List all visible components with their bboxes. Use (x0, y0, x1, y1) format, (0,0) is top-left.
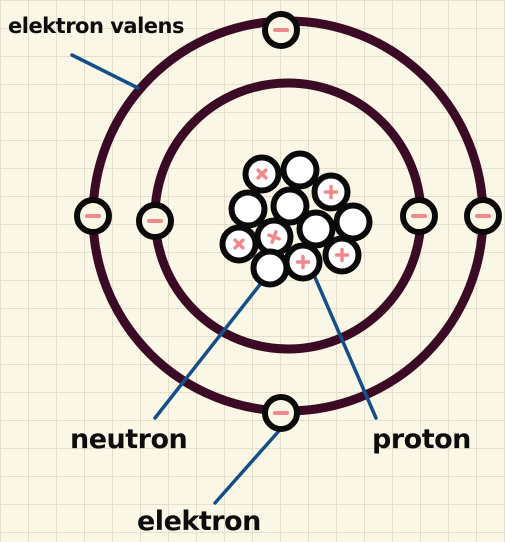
electrons-group (74, 11, 502, 432)
proton-plus-sign (334, 247, 350, 263)
electron-outer-right (464, 197, 502, 235)
neutron (280, 150, 320, 190)
pointer-line-electron (213, 430, 280, 505)
proton (322, 235, 362, 275)
proton (242, 154, 282, 194)
neutron (296, 209, 336, 249)
pointer-line-valence (70, 53, 140, 90)
neutron (228, 189, 268, 229)
proton-plus-sign (295, 254, 311, 270)
pointer-line-proton (312, 273, 378, 420)
neutron (250, 248, 290, 288)
proton-plus-sign (323, 184, 339, 200)
label-valence-electron: elektron valens (8, 14, 184, 38)
neutron (270, 186, 310, 226)
proton (254, 217, 294, 257)
proton (311, 172, 351, 212)
electron-inner-right (400, 197, 438, 235)
proton-plus-sign (256, 168, 268, 180)
label-electron: elektron (137, 506, 261, 537)
electron-outer-bottom (262, 394, 300, 432)
proton (283, 242, 323, 282)
proton (219, 224, 259, 264)
label-neutron: neutron (70, 424, 188, 455)
electron-outer-left (74, 197, 112, 235)
proton-plus-sign (233, 238, 245, 250)
neutron (333, 202, 373, 242)
nucleus-group (219, 150, 373, 288)
electron-outer-top (262, 11, 300, 49)
proton-plus-sign (267, 230, 281, 244)
pointer-line-neutron (153, 280, 264, 420)
electron-inner-left (136, 202, 174, 240)
label-proton: proton (372, 424, 471, 455)
